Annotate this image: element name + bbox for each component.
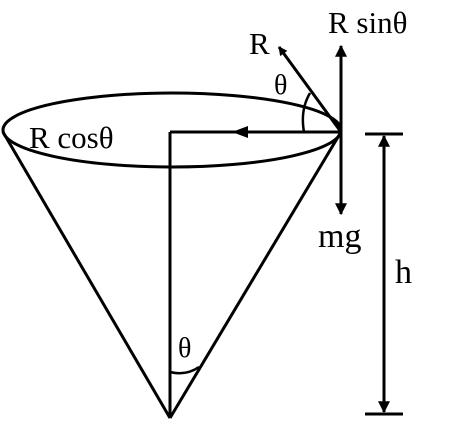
r-normal-label: R: [249, 26, 270, 61]
mg-label: mg: [318, 218, 361, 255]
r-normal-arrow: [277, 46, 343, 133]
r-sin-label: R sinθ: [328, 5, 407, 40]
cone-left-side: [1, 131, 172, 419]
r-cos-arrowhead: [232, 126, 248, 138]
h-label: h: [395, 254, 412, 291]
theta-top-arc: [301, 92, 312, 133]
theta-apex-arc: [169, 365, 200, 375]
r-cos-label: R cosθ: [29, 120, 114, 155]
theta-top-label: θ: [274, 70, 287, 101]
theta-apex-label: θ: [178, 333, 191, 364]
cone-right-side: [168, 131, 343, 419]
